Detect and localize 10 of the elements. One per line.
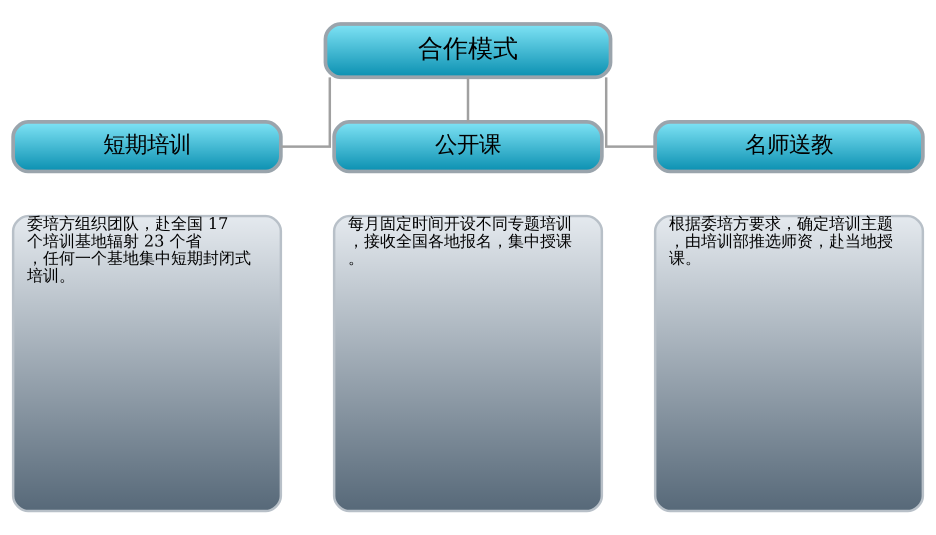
connector — [604, 77, 655, 148]
node-box: 名师送教 — [653, 120, 925, 174]
node-box: 根据委培方要求，确定培训主题，由培训部推选师资，赴当地授课。 — [654, 214, 924, 512]
connector — [281, 77, 332, 148]
node-box: 公开课 — [332, 120, 604, 174]
node-box: 短期培训 — [11, 120, 283, 174]
node-box: 委培方组织团队，赴全国 17 个培训基地辐射 23 个省，任何一个基地集中短期封闭式培训。 — [12, 214, 282, 512]
node-box: 合作模式 — [324, 22, 612, 80]
node-box: 每月固定时间开设不同专题培训，接收全国各地报名，集中授课。 — [332, 214, 604, 512]
connector — [466, 77, 470, 122]
